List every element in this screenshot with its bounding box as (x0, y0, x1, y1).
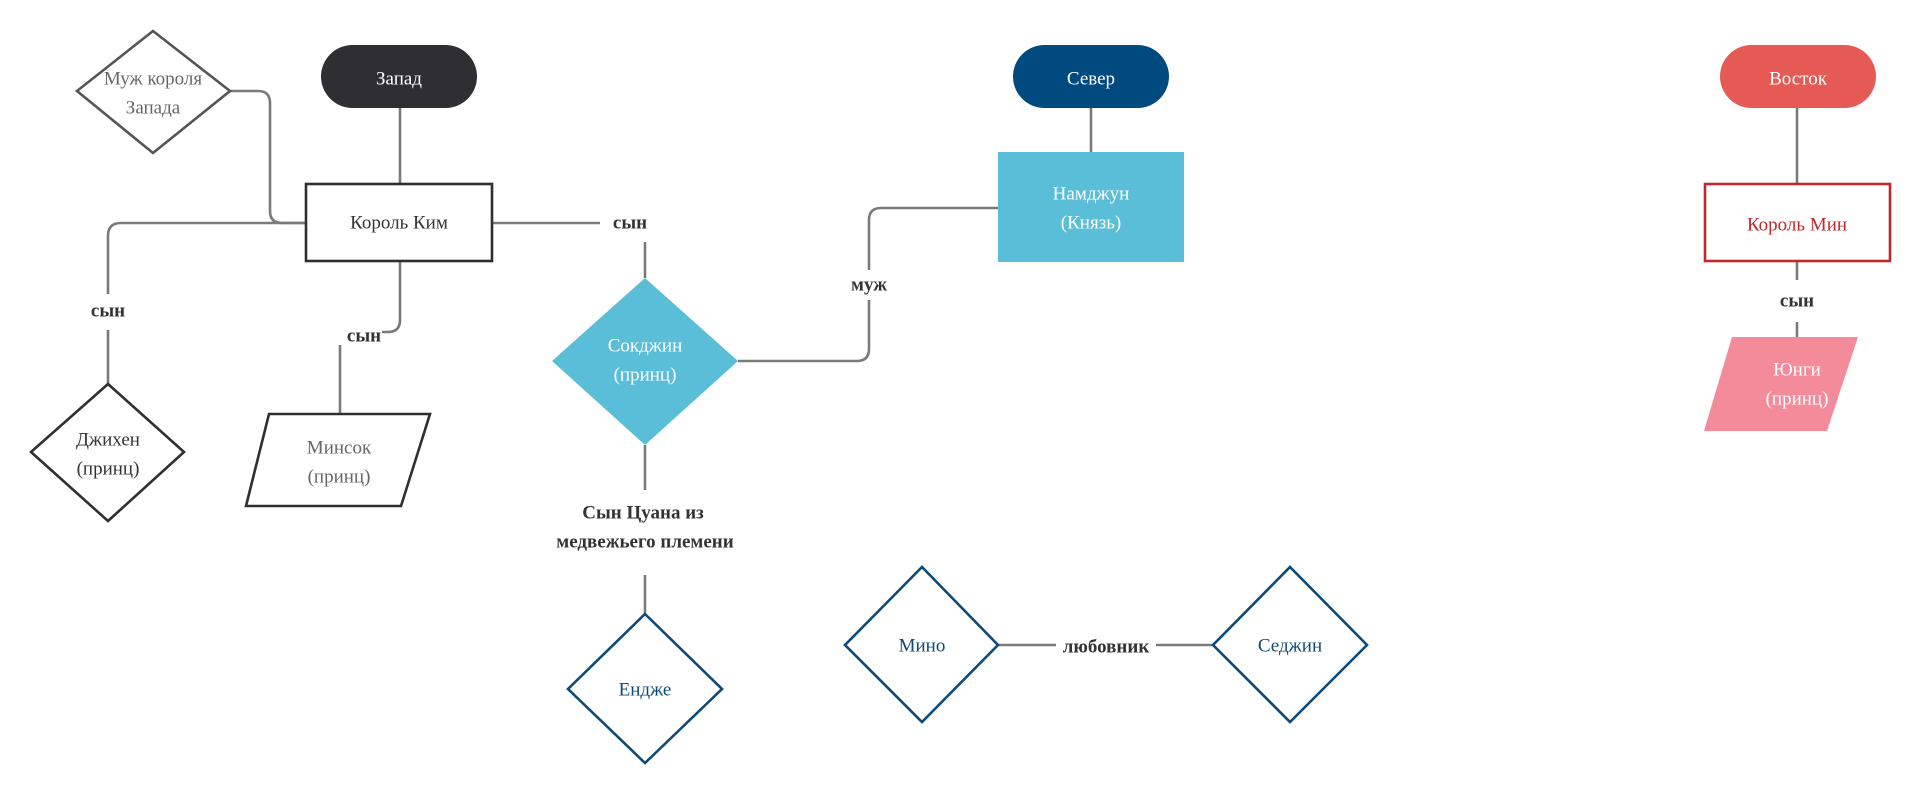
node-mino[interactable]: Мино (843, 565, 1000, 724)
label-son-yungi: сын (1780, 290, 1814, 311)
node-jihen-line2: (принц) (77, 458, 140, 479)
region-west[interactable]: Запад (321, 45, 477, 108)
region-east[interactable]: Восток (1720, 45, 1876, 108)
node-yungi[interactable]: Юнги (принц) (1704, 337, 1858, 431)
node-jihen-line1: Джихен (76, 429, 140, 450)
region-west-label: Запад (376, 68, 422, 89)
node-namjun-line2: (Князь) (1061, 212, 1121, 233)
node-jihen[interactable]: Джихен (принц) (29, 382, 186, 523)
label-son-jihen: сын (91, 300, 125, 321)
label-son-yenje-line2: медвежьего племени (556, 531, 733, 552)
edge-king-kim-to-minsok (338, 262, 402, 414)
node-namjun-line1: Намджун (1053, 183, 1130, 204)
node-king-min[interactable]: Король Мин (1703, 182, 1892, 263)
node-king-min-label: Король Мин (1747, 214, 1847, 235)
node-sejin-label: Седжин (1258, 635, 1322, 656)
connectors (106, 89, 1799, 647)
node-minsok-line2: (принц) (308, 466, 371, 487)
node-sokjin[interactable]: Сокджин (принц) (552, 278, 738, 445)
edge-labels: сын сын сын муж Сын Цуана из медвежьего … (91, 212, 1814, 657)
node-yenje[interactable]: Ендже (566, 612, 724, 765)
label-lover: любовник (1063, 636, 1150, 657)
edge-husband-to-king-kim (230, 89, 306, 225)
node-king-kim-label: Король Ким (350, 212, 448, 233)
node-yungi-line2: (принц) (1766, 388, 1829, 409)
edge-sokjin-to-namjun (738, 206, 998, 363)
node-mino-label: Мино (899, 635, 946, 656)
node-king-west-husband-line1: Муж короля (104, 68, 203, 89)
node-king-west-husband[interactable]: Муж короля Запада (74, 29, 233, 155)
region-east-label: Восток (1769, 68, 1828, 89)
node-yungi-line1: Юнги (1773, 359, 1821, 380)
edge-king-kim-to-sokjin (493, 221, 647, 278)
edge-king-kim-to-jihen (106, 221, 306, 384)
node-king-kim[interactable]: Король Ким (304, 182, 494, 263)
label-husband: муж (851, 274, 887, 295)
label-son-sokjin: сын (613, 212, 647, 233)
node-namjun[interactable]: Намджун (Князь) (998, 152, 1184, 262)
label-son-minsok: сын (347, 325, 381, 346)
node-sokjin-line1: Сокджин (608, 335, 683, 356)
node-minsok-line1: Минсок (307, 437, 372, 458)
label-son-yenje-line1: Сын Цуана из (582, 502, 704, 523)
node-yenje-label: Ендже (619, 679, 672, 700)
node-sejin[interactable]: Седжин (1211, 565, 1369, 724)
node-minsok[interactable]: Минсок (принц) (244, 412, 432, 508)
region-north[interactable]: Север (1013, 45, 1169, 108)
node-king-west-husband-line2: Запада (126, 97, 181, 118)
node-sokjin-line2: (принц) (614, 364, 677, 385)
region-north-label: Север (1067, 68, 1115, 89)
